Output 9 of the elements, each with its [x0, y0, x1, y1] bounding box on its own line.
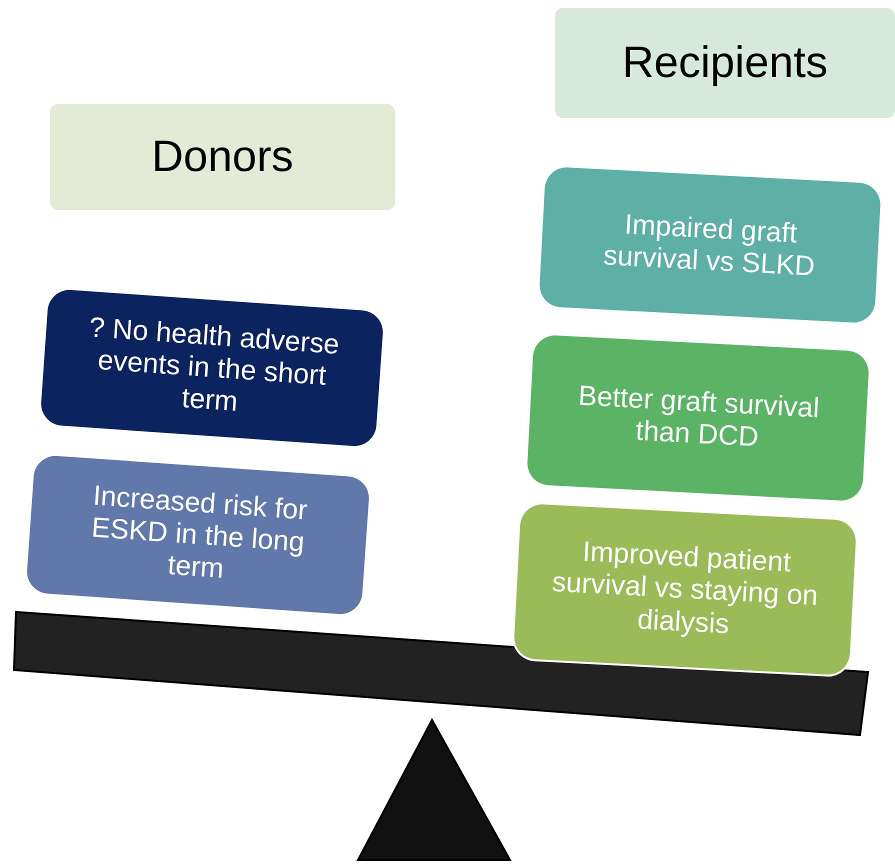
heading-text: Donors	[152, 132, 294, 182]
card-text: Better graft survival than DCD	[576, 378, 822, 454]
recipients-heading-box	[555, 8, 895, 118]
card-text: Improved patient survival vs staying on dialysis	[550, 534, 820, 641]
heading-text: Recipients	[622, 38, 828, 88]
card-text: ? No health adverse events in the short term	[87, 310, 342, 419]
donors-heading-box	[50, 104, 395, 210]
card-text: Increased risk for ESKD in the long term	[90, 478, 310, 586]
card-text: Impaired graft survival vs SLKD	[602, 207, 817, 284]
